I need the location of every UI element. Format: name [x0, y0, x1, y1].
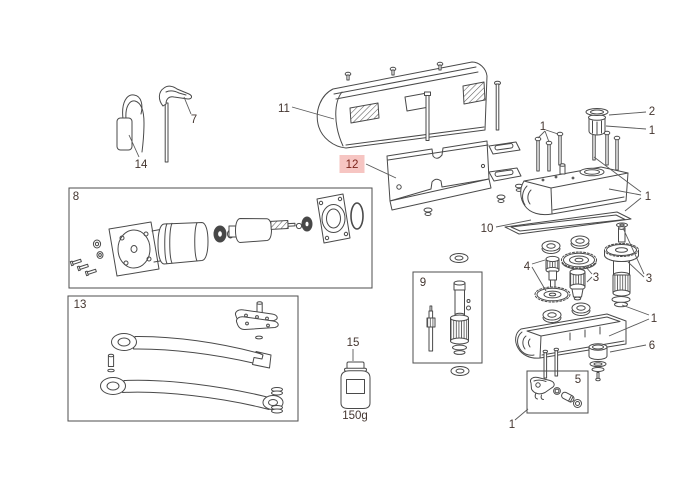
mounting-bracket-part [386, 140, 522, 211]
ball-bearings [449, 235, 591, 376]
cover-part [316, 61, 501, 149]
callout-11: 11 [278, 103, 290, 115]
callout-3-mid: 3 [593, 272, 599, 284]
cover-screws [344, 61, 444, 81]
callout-1-body: 1 [645, 191, 651, 203]
callout-1-breather: 1 [649, 125, 655, 137]
callout-6: 6 [649, 340, 655, 352]
release-kit-box [526, 370, 589, 414]
output-shaft-part [604, 222, 639, 308]
callout-4: 4 [524, 261, 531, 273]
callout-7: 7 [191, 114, 197, 126]
callout-14: 14 [135, 159, 148, 171]
highlight-box[interactable] [339, 155, 365, 173]
bushing-set-part [588, 343, 608, 382]
motor-exploded-parts [69, 193, 364, 277]
base-housing-part [515, 313, 627, 379]
cap-screws-left [534, 131, 564, 172]
callout-15: 15 [347, 337, 360, 349]
callout-5: 5 [575, 374, 581, 386]
articulated-arms-parts [100, 301, 284, 414]
breather-cap-part [585, 108, 609, 136]
callout-1-base: 1 [651, 313, 657, 325]
grease-jar-part [340, 361, 371, 409]
motor-kit-box [68, 187, 373, 289]
callout-3-output: 3 [646, 273, 652, 285]
arms-kit-box [67, 295, 299, 422]
callout-2: 2 [649, 106, 655, 118]
grease-weight-label: 150g [342, 410, 368, 422]
intermediate-gear-part [561, 251, 597, 301]
shaft-kit-box [412, 271, 483, 364]
callout-12-highlighted[interactable]: 12 [346, 159, 359, 171]
gasket-part [504, 211, 632, 235]
release-kit-parts [530, 376, 582, 408]
callout-9: 9 [420, 277, 426, 289]
callout-13: 13 [74, 299, 87, 311]
callout-8: 8 [73, 191, 79, 203]
shaft-kit-parts [426, 280, 471, 355]
callout-labels: 7 14 11 12 1 2 1 1 8 10 4 3 3 9 13 15 15… [73, 103, 657, 431]
capacitor-part [116, 94, 145, 153]
gearbox-upper-body-part [520, 163, 629, 216]
callout-1-release: 1 [509, 419, 515, 431]
release-key-part [158, 85, 192, 163]
callout-1-screws: 1 [540, 121, 546, 133]
callout-10: 10 [481, 223, 494, 235]
worm-gear-shaft-part [534, 255, 571, 303]
leader-lines [128, 96, 650, 421]
long-screw [494, 80, 501, 131]
